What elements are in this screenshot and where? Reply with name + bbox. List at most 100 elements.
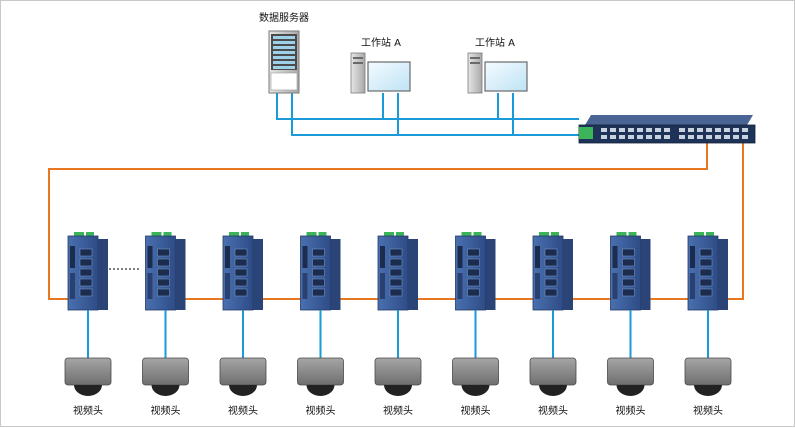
camera-label: 视频头 [383,404,413,417]
core-switch-port [679,135,685,139]
din-rail-switch-icon [687,232,728,311]
fiber-port [225,246,230,268]
core-switch-port [610,135,616,139]
core-switch-port [628,135,634,139]
camera-label: 视频头 [693,404,723,417]
switch-side-panel [330,239,341,310]
terminal-block [616,232,627,236]
camera-dome [151,385,180,396]
workstation-2-label: 工作站 A [475,36,515,49]
rj45-port [467,288,480,297]
data-server: 数据服务器 [259,11,309,94]
switch-side-panel [485,239,496,310]
workstation-2: 工作站 A [467,36,528,94]
switch-side-panel [718,239,728,310]
camera-label: 视频头 [461,404,491,417]
server-drive-bay [273,46,295,49]
rj45-port [622,268,635,277]
terminal-block [694,232,704,236]
rj45-port [467,268,480,277]
din-rail-switch-icon [67,232,108,311]
core-switch-port [664,128,670,132]
terminal-block [384,232,394,236]
rj45-port [389,268,403,277]
rj45-port [234,258,248,267]
dome-camera-icon [529,357,577,396]
rj45-port [234,278,248,287]
terminal-block [706,232,714,236]
rj45-port [622,288,635,297]
rj45-port [234,248,248,257]
desktop-pc-icon [467,52,528,94]
camera-housing [219,357,267,386]
rj45-port [312,248,325,257]
core-switch-port [724,128,730,132]
core-switch-port [742,128,748,132]
camera-label: 视频头 [306,404,336,417]
rj45-port [544,248,558,257]
dome-camera-icon [64,357,112,396]
dome-camera-icon [297,357,344,396]
fiber-port [147,246,153,268]
terminal-block [473,232,482,236]
status-led-strip [457,273,463,299]
core-switch-port [619,135,625,139]
rj45-port [467,258,480,267]
switch-side-panel [563,239,573,310]
edge-node: 视频头 [64,232,112,417]
fiber-port [302,246,308,268]
core-switch [578,115,756,144]
camera-label: 视频头 [616,404,646,417]
status-led-strip [302,273,308,299]
edge-node: 视频头 [142,232,189,417]
core-switch-port [697,128,703,132]
rj45-port [312,258,325,267]
core-switch-port [715,128,721,132]
rj45-port [544,268,558,277]
camera-dome [694,385,722,396]
switch-side-panel [640,239,651,310]
camera-housing [529,357,577,386]
camera-housing [684,357,732,386]
edge-node: 视频头 [607,232,654,417]
rj45-port [544,258,558,267]
core-switch-port [688,128,694,132]
terminal-block [151,232,162,236]
core-switch-port [628,128,634,132]
rj45-port [467,278,480,287]
camera-dome [74,385,102,396]
edge-node: 视频头 [219,232,267,417]
core-switch-port [610,128,616,132]
switch-side-panel [253,239,263,310]
rj45-port [699,258,713,267]
status-led-strip [225,273,230,299]
camera-housing [607,357,654,386]
terminal-block [163,232,172,236]
core-switch-port [733,128,739,132]
rj45-port [157,268,170,277]
camera-housing [142,357,189,386]
status-led-strip [147,273,153,299]
fiber-port [612,246,618,268]
dome-camera-icon [374,357,422,396]
edge-node: 视频头 [374,232,422,417]
rj45-port [622,278,635,287]
dome-camera-icon [607,357,654,396]
fiber-port [70,246,75,268]
core-switch-port [655,135,661,139]
core-switch-port [619,128,625,132]
din-rail-switch-icon [222,232,263,311]
rj45-port [699,288,713,297]
rj45-port [699,248,713,257]
core-switch-port [679,128,685,132]
terminal-block [306,232,317,236]
dome-camera-icon [452,357,499,396]
fiber-port [380,246,385,268]
rj45-port [544,288,558,297]
terminal-block [74,232,84,236]
camera-label: 视频头 [228,404,258,417]
din-rail-switch-icon [145,232,186,311]
core-switch-port [706,135,712,139]
server-link-1 [276,93,579,120]
